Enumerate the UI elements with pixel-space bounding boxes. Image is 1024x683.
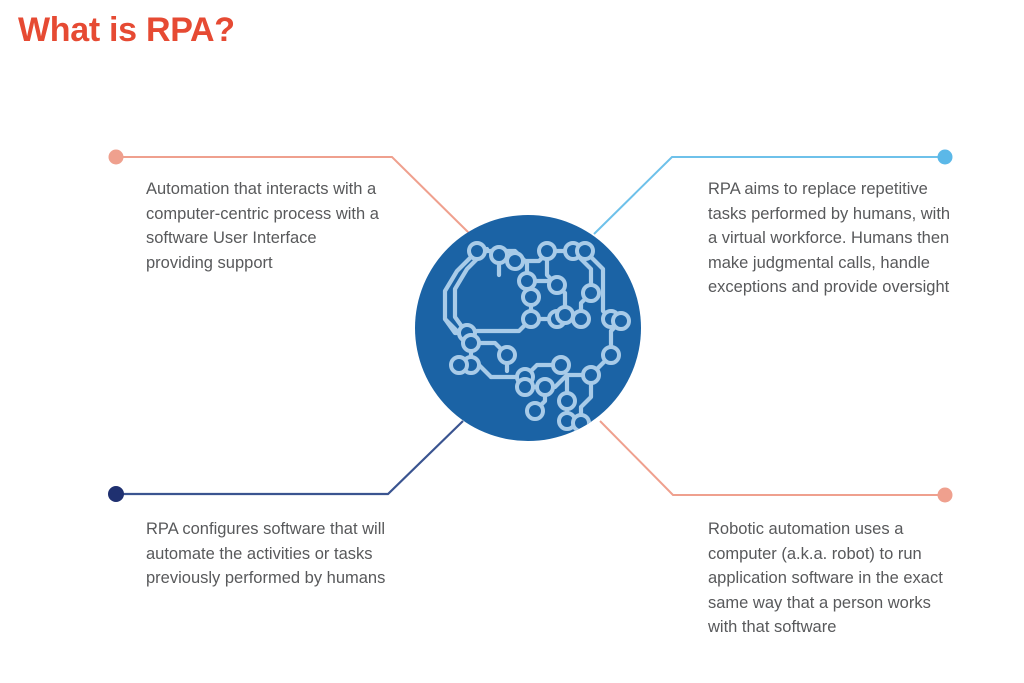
connector-line-bottom-left xyxy=(116,420,464,496)
circuit-brain-icon xyxy=(442,241,631,433)
callout-text-bottom-left: RPA configures software that will automa… xyxy=(146,520,386,588)
connector-line-bottom-right xyxy=(599,420,945,496)
connector-marker-top-right xyxy=(937,149,953,165)
connector-marker-top-left xyxy=(108,149,124,165)
center-circle xyxy=(415,215,641,441)
callout-text-bottom-right: Robotic automation uses a computer (a.k.… xyxy=(708,520,943,637)
connector-marker-bottom-right xyxy=(937,487,953,503)
callout-text-top-right: RPA aims to replace repetitive tasks per… xyxy=(708,180,951,297)
connector-marker-bottom-left xyxy=(108,486,124,502)
page-title: What is RPA? xyxy=(18,11,235,49)
callout-text-top-left: Automation that interacts with a compute… xyxy=(146,180,379,272)
